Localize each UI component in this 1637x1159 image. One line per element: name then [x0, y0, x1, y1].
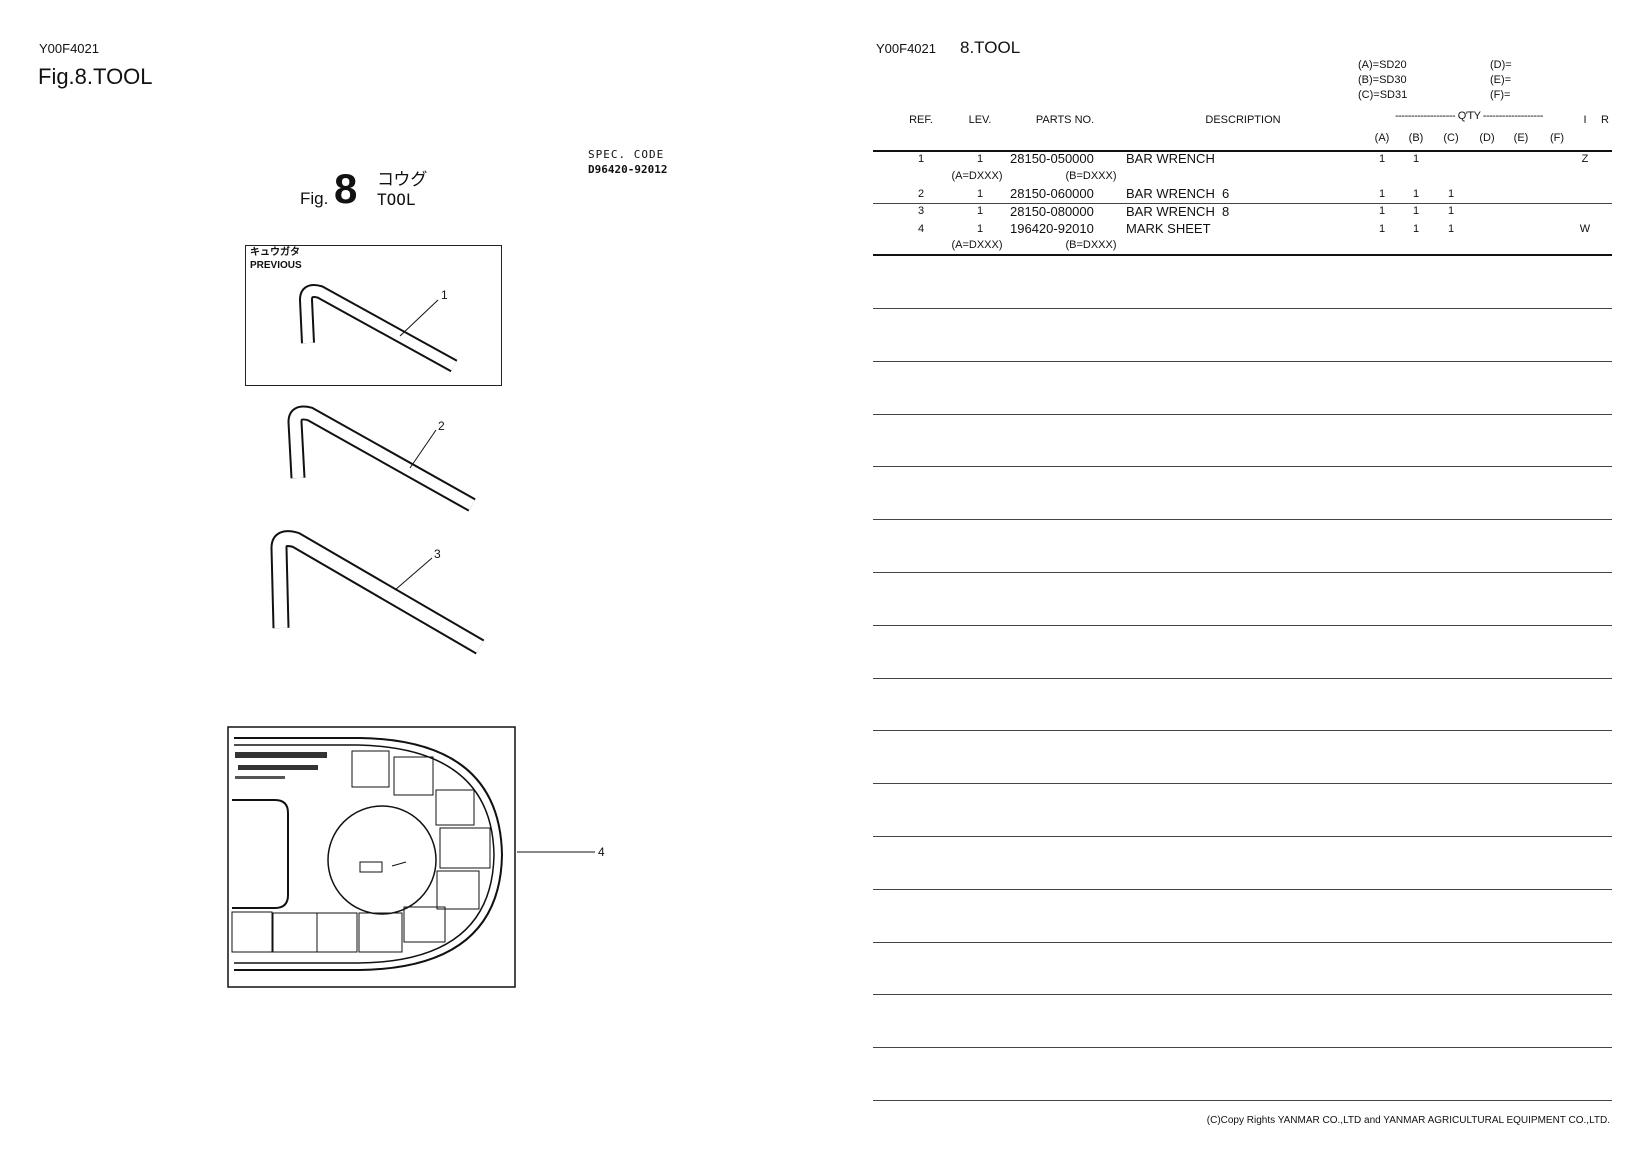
section-title: 8.TOOL [960, 38, 1021, 57]
fig-prefix: Fig. [300, 189, 329, 208]
qty-c: 1 [1447, 188, 1455, 200]
doc-code-right: Y00F4021 [876, 41, 936, 56]
description: MARK SHEET [1126, 221, 1211, 236]
callout-4: 4 [598, 845, 605, 859]
row-divider [873, 203, 1612, 204]
serial-from: (A=DXXX) [951, 239, 1003, 251]
ruled-line [873, 994, 1612, 996]
serial-from: (A=DXXX) [951, 170, 1003, 182]
model-e: (E)= [1490, 74, 1512, 86]
ruled-line [873, 730, 1612, 732]
interchangeability: W [1579, 223, 1591, 235]
ruled-line [873, 466, 1612, 468]
header-qty-f: (F) [1549, 132, 1565, 144]
header-qty-b: (B) [1408, 132, 1424, 144]
qty-a: 1 [1378, 188, 1386, 200]
ruled-line [873, 677, 1612, 679]
bar-wrench-3-drawing [270, 530, 485, 655]
mark-sheet-drawing [227, 726, 595, 988]
ruled-line [873, 888, 1612, 890]
ruled-line [873, 1047, 1612, 1049]
header-ref: REF. [909, 114, 933, 126]
lev: 1 [976, 205, 984, 217]
serial-to: (B=DXXX) [1065, 170, 1117, 182]
ref: 4 [917, 223, 925, 235]
ruled-line [873, 308, 1612, 309]
ruled-line [873, 519, 1612, 521]
header-qty-e: (E) [1513, 132, 1529, 144]
ruled-line [873, 836, 1612, 837]
ruled-line [873, 572, 1612, 573]
copyright: (C)Copy Rights YANMAR CO.,LTD and YANMAR… [1206, 1115, 1610, 1126]
header-qty: ------------------- Q'TY ---------------… [1395, 110, 1543, 122]
ruled-line [873, 413, 1612, 415]
fig-number: 8 [334, 165, 358, 212]
header-qty-a: (A) [1374, 132, 1390, 144]
ruled-line [873, 941, 1612, 943]
lev: 1 [976, 223, 984, 235]
ruled-line [873, 360, 1612, 362]
qty-b: 1 [1412, 188, 1420, 200]
lev: 1 [976, 188, 984, 200]
ref: 2 [917, 188, 925, 200]
model-c: (C)=SD31 [1358, 89, 1408, 101]
model-d: (D)= [1490, 59, 1512, 71]
callout-2: 2 [438, 419, 445, 433]
parts-no: 28150-080000 [1010, 204, 1094, 219]
spec-code-value: D96420-92012 [588, 163, 668, 176]
fig-name-jp: コウグ [377, 170, 428, 189]
model-f: (F)= [1490, 89, 1511, 101]
table-top-rule [873, 150, 1612, 152]
header-i: I [1583, 114, 1587, 126]
header-r: R [1601, 114, 1609, 126]
ruled-line [873, 1100, 1612, 1101]
qty-c: 1 [1447, 205, 1455, 217]
model-a: (A)=SD20 [1358, 59, 1407, 71]
ruled-line [873, 783, 1612, 785]
parts-no: 28150-050000 [1010, 151, 1094, 166]
spec-code-label: SPEC. CODE [588, 148, 665, 161]
header-description: DESCRIPTION [1205, 114, 1281, 126]
ref: 1 [917, 153, 925, 165]
previous-label-jp: キュウガタ [250, 247, 300, 258]
fig-name-en: TOOL [377, 190, 416, 209]
qty-a: 1 [1378, 153, 1386, 165]
parts-no: 196420-92010 [1010, 221, 1094, 236]
description: BAR WRENCH 8 [1126, 204, 1230, 219]
doc-code: Y00F4021 [39, 41, 99, 56]
lev: 1 [976, 153, 984, 165]
header-qty-d: (D) [1479, 132, 1495, 144]
bar-wrench-2-drawing [287, 405, 476, 512]
callout-3: 3 [434, 547, 441, 561]
parts-no: 28150-060000 [1010, 186, 1094, 201]
qty-c: 1 [1447, 223, 1455, 235]
qty-b: 1 [1412, 223, 1420, 235]
qty-a: 1 [1378, 223, 1386, 235]
figure-title: Fig.8.TOOL [38, 64, 153, 89]
bar-wrench-1-drawing [299, 284, 458, 373]
qty-b: 1 [1412, 205, 1420, 217]
serial-to: (B=DXXX) [1065, 239, 1117, 251]
interchangeability: Z [1581, 153, 1589, 165]
previous-type-box [245, 245, 502, 386]
description: BAR WRENCH 6 [1126, 186, 1230, 201]
previous-label-en: PREVIOUS [250, 260, 302, 271]
header-lev: LEV. [968, 114, 992, 126]
description: BAR WRENCH [1126, 151, 1215, 166]
qty-a: 1 [1378, 205, 1386, 217]
ref: 3 [917, 205, 925, 217]
table-bottom-rule [873, 254, 1612, 256]
qty-b: 1 [1412, 153, 1420, 165]
header-parts-no: PARTS NO. [1035, 114, 1095, 126]
callout-1: 1 [441, 288, 448, 302]
model-b: (B)=SD30 [1358, 74, 1407, 86]
header-qty-c: (C) [1443, 132, 1459, 144]
ruled-line [873, 624, 1612, 626]
